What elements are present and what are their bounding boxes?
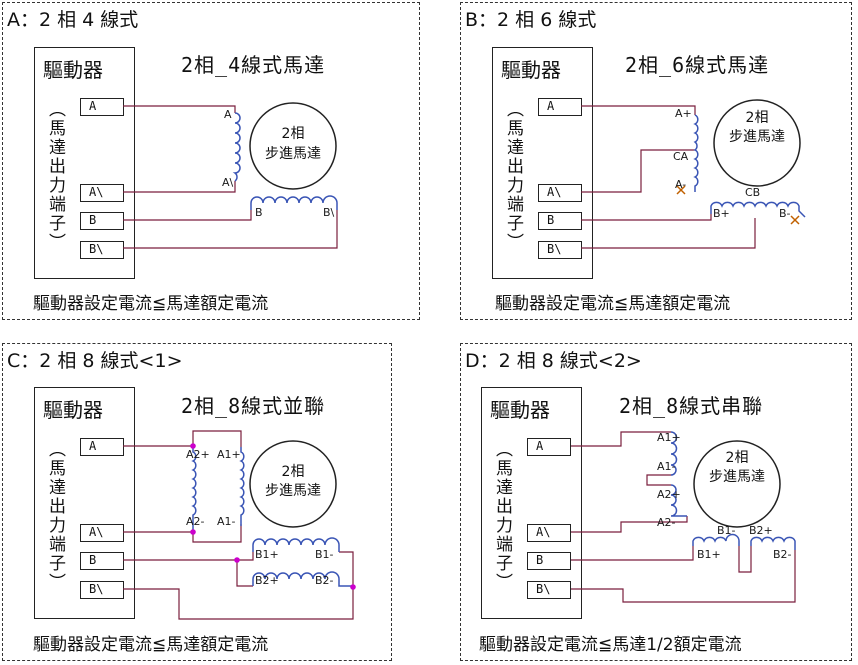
panel-a-coil-label-a: A <box>224 108 232 121</box>
panel-b-coil-label-a-plus: A+ <box>675 107 692 120</box>
panel-a-wires <box>123 105 338 249</box>
panel-a-title: A：2 相 4 線式 <box>7 9 139 31</box>
panel-d-motor-circle <box>693 440 781 528</box>
panel-b-title: B：2 相 6 線式 <box>465 9 597 31</box>
panel-b-terminal-b: B <box>538 212 582 230</box>
panel-c-terminal-a: A <box>80 438 124 456</box>
panel-b-driver-name: 驅動器 <box>501 58 561 82</box>
panel-d-driver-vertical-label: （馬達出力端子） <box>492 440 512 592</box>
panel-c-terminal-a-bar: A\ <box>80 524 124 542</box>
panel-c-footer: 驅動器設定電流≦馬達額定電流 <box>33 635 269 655</box>
panel-a-terminal-b-bar: B\ <box>80 241 124 259</box>
panel-b-coil-label-cb: CB <box>745 186 760 199</box>
panel-b-wires <box>581 105 756 249</box>
panel-c-coil-label-b2-minus: B2- <box>315 574 334 587</box>
panel-b-cross-marks <box>676 185 800 225</box>
panel-a-coils <box>232 112 338 210</box>
panel-d-footer: 驅動器設定電流≦馬達1/2額定電流 <box>479 635 742 655</box>
panel-b-coil-label-ca: CA <box>673 150 689 163</box>
panel-d-coil-label-a2-plus: A2+ <box>657 488 681 501</box>
panel-b-driver-box: 驅動器 （馬達出力端子） A A\ B B\ <box>492 47 593 279</box>
panel-b-terminal-a-bar: A\ <box>538 184 582 202</box>
panel-d-motor-label-2: 步進馬達 <box>709 469 765 485</box>
panel-b-terminal-a: A <box>538 98 582 116</box>
panel-a-terminal-a: A <box>80 98 124 116</box>
panel-b-coils <box>693 114 806 218</box>
panel-c-motor-label-1: 2相 <box>282 464 305 480</box>
panel-a-coil-label-b: B <box>255 206 263 219</box>
panel-a-wiring-diagram: 2相 步進馬達 A A\ B B\ <box>123 102 338 249</box>
panel-d-motor-label-1: 2相 <box>726 450 749 466</box>
panel-c-coil-label-a1-minus: A1- <box>217 515 236 528</box>
panel-c-coil-label-b1-plus: B1+ <box>255 548 279 561</box>
panel-b-terminal-b-bar: B\ <box>538 241 582 259</box>
panel-a-coil-label-a-bar: A\ <box>222 176 234 189</box>
panel-c-driver-name: 驅動器 <box>43 398 103 422</box>
panel-d-terminal-b: B <box>527 552 571 570</box>
panel-a-motor-label-2: 步進馬達 <box>265 146 321 162</box>
panel-b-coil-label-b-minus: B- <box>779 207 791 220</box>
panel-d-terminal-a: A <box>527 438 571 456</box>
panel-b: B：2 相 6 線式 2相_6線式馬達 驅動器 （馬達出力端子） A A\ B … <box>460 2 852 320</box>
panel-a-motor-title: 2相_4線式馬達 <box>181 53 326 77</box>
panel-c-wires <box>123 430 354 620</box>
panel-b-motor-label-2: 步進馬達 <box>729 129 785 145</box>
panel-c-coil-label-a2-minus: A2- <box>186 515 205 528</box>
panel-d-terminal-a-bar: A\ <box>527 524 571 542</box>
panel-d-driver-name: 驅動器 <box>490 398 550 422</box>
panel-a-driver-box: 驅動器 （馬達出力端子） A A\ B B\ <box>34 47 135 279</box>
panel-c-coil-label-a2-plus: A2+ <box>186 448 210 461</box>
panel-a-footer: 驅動器設定電流≦馬達額定電流 <box>33 294 269 314</box>
panel-c-title: C：2 相 8 線式<1> <box>7 350 183 372</box>
panel-a-terminal-b: B <box>80 212 124 230</box>
panel-d-coil-label-b2-plus: B2+ <box>749 524 773 537</box>
panel-d-coil-label-b2-minus: B2- <box>773 548 792 561</box>
panel-d-coil-label-a1-plus: A1+ <box>657 431 681 444</box>
panel-d-coils <box>670 431 796 550</box>
panel-d-coil-label-a2-minus: A2- <box>657 516 676 529</box>
panel-d-coil-label-a1-minus: A1- <box>657 460 676 473</box>
panel-b-driver-vertical-label: （馬達出力端子） <box>503 100 523 252</box>
panel-c-terminal-b-bar: B\ <box>80 581 124 599</box>
panel-d-motor-title: 2相_8線式串聯 <box>619 394 764 418</box>
panel-d-title: D：2 相 8 線式<2> <box>465 350 642 372</box>
panel-b-motor-label-1: 2相 <box>746 110 769 126</box>
panel-a-terminal-a-bar: A\ <box>80 184 124 202</box>
panel-d-driver-box: 驅動器 （馬達出力端子） A A\ B B\ <box>481 387 582 619</box>
panel-b-motor-title: 2相_6線式馬達 <box>625 53 770 77</box>
panel-c-terminal-b: B <box>80 552 124 570</box>
panel-c-coil-label-a1-plus: A1+ <box>217 448 241 461</box>
panel-d-wiring-diagram: 2相 步進馬達 A1+ A1- A2+ A2- B1- B2+ B1+ B2- <box>571 431 796 603</box>
panel-c-driver-box: 驅動器 （馬達出力端子） A A\ B B\ <box>34 387 135 619</box>
panel-c-motor-label-2: 步進馬達 <box>265 483 321 499</box>
panel-a: A：2 相 4 線式 2相_4線式馬達 驅動器 （馬達出力端子） A A\ B … <box>2 2 420 320</box>
panel-a-motor-label-1: 2相 <box>282 126 305 142</box>
panel-a-coil-label-b-bar: B\ <box>323 206 335 219</box>
panel-c-junction-dots <box>190 443 356 590</box>
panel-c: C：2 相 8 線式<1> 2相_8線式並聯 驅動器 （馬達出力端子） A A\… <box>2 343 392 661</box>
panel-b-coil-label-a-minus: A- <box>675 178 686 191</box>
panel-c-wiring-diagram: 2相 步進馬達 A2+ A1+ A2- A1- B1+ B1 <box>123 430 356 620</box>
panel-d-coil-label-b1-plus: B1+ <box>697 548 721 561</box>
panel-a-driver-vertical-label: （馬達出力端子） <box>45 100 65 252</box>
panel-d-terminal-b-bar: B\ <box>527 581 571 599</box>
panel-d-wires <box>571 431 796 603</box>
panel-c-coil-label-b1-minus: B1- <box>315 548 334 561</box>
panel-c-motor-circle <box>249 440 337 528</box>
panel-a-driver-name: 驅動器 <box>43 58 103 82</box>
panel-a-motor-circle <box>249 102 337 190</box>
panel-c-motor-title: 2相_8線式並聯 <box>181 394 326 418</box>
panel-c-coils <box>191 446 353 587</box>
panel-b-wiring-diagram: 2相 步進馬達 A+ CA A- CB B+ B- <box>581 99 806 249</box>
panel-d: D：2 相 8 線式<2> 2相_8線式串聯 驅動器 （馬達出力端子） A A\… <box>460 343 852 661</box>
panel-b-coil-label-b-plus: B+ <box>713 207 730 220</box>
panel-c-driver-vertical-label: （馬達出力端子） <box>45 440 65 592</box>
panel-b-footer: 驅動器設定電流≦馬達額定電流 <box>495 294 731 314</box>
panel-c-coil-label-b2-plus: B2+ <box>255 574 279 587</box>
panel-d-coil-label-b1-minus: B1- <box>717 524 736 537</box>
panel-b-motor-circle <box>713 99 801 187</box>
